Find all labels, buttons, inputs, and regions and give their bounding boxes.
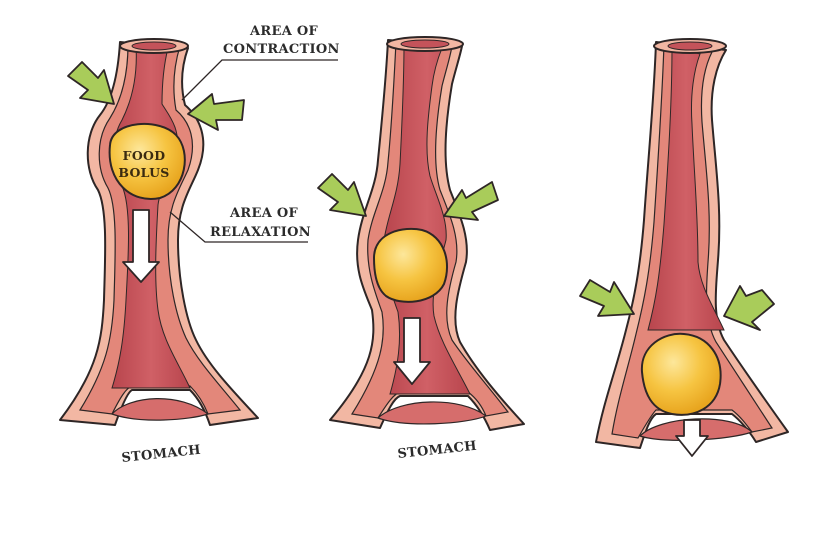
stomach-opening	[110, 398, 210, 421]
stomach-label: STOMACH	[397, 439, 478, 462]
green-arrow-icon	[317, 173, 367, 217]
white-down-arrow-icon	[122, 209, 160, 283]
food-bolus	[372, 227, 448, 303]
panel-1-esophagus: FOOD BOLUS AREA OF CONTRACTION AREA OF R…	[59, 24, 340, 466]
food-bolus: FOOD BOLUS	[108, 122, 186, 200]
stomach-label: STOMACH	[121, 443, 202, 466]
panel-2-esophagus: STOMACH	[317, 36, 525, 462]
white-down-arrow-icon	[675, 419, 709, 457]
white-down-arrow-icon	[393, 317, 431, 385]
food-bolus-label-line1: FOOD	[123, 148, 166, 163]
food-bolus-label-line2: BOLUS	[118, 165, 169, 180]
green-arrow-icon	[579, 279, 635, 317]
area-of-contraction-label-line1: AREA OF	[249, 24, 319, 39]
green-arrow-icon	[187, 93, 245, 131]
stomach-opening	[376, 401, 488, 425]
panel-3-esophagus	[579, 38, 789, 457]
relaxation-leader-line	[169, 211, 308, 243]
area-of-contraction-label-line2: CONTRACTION	[223, 42, 340, 57]
esophagus-lumen	[647, 45, 725, 331]
area-of-relaxation-label-line1: AREA OF	[229, 206, 299, 221]
green-arrow-icon	[67, 61, 115, 105]
esophagus-lumen	[383, 43, 471, 395]
area-of-relaxation-label-line2: RELAXATION	[210, 225, 311, 240]
green-arrow-icon	[443, 181, 499, 221]
contraction-leader-line	[181, 59, 338, 101]
green-arrow-icon	[723, 285, 775, 331]
food-bolus	[640, 332, 722, 416]
